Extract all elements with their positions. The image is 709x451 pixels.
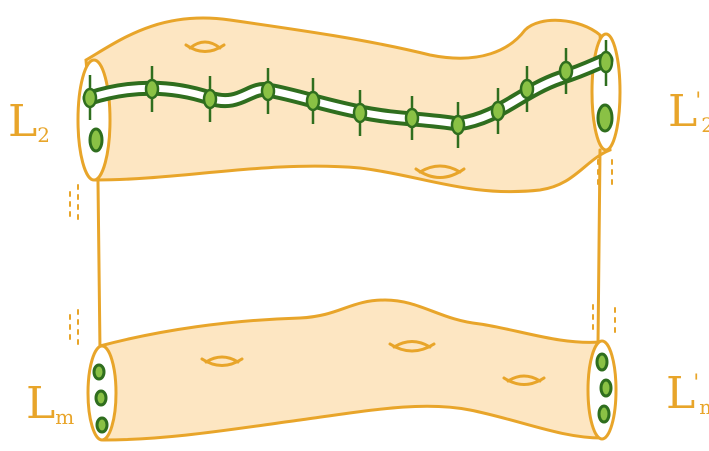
label-right-bottom: L'm: [666, 372, 709, 417]
top-left-end-ellipse: [78, 60, 110, 180]
label-right-top: L'2: [668, 90, 709, 135]
label-left-bottom: Lm: [26, 382, 74, 427]
label-right-top-sub: 2: [701, 113, 709, 137]
label-left-bottom-sub: m: [55, 405, 74, 429]
label-left-top-base: L: [8, 96, 37, 147]
top-right-circle: [598, 105, 612, 131]
bottom-tube-body: [100, 300, 602, 440]
label-left-top: L2: [8, 100, 50, 145]
label-right-bottom-sub: m: [699, 395, 709, 419]
top-tube: [78, 18, 620, 192]
label-left-top-sub: 2: [37, 123, 50, 147]
label-left-bottom-base: L: [26, 378, 55, 429]
top-left-circle: [90, 129, 102, 151]
bottom-left-circles: [94, 365, 107, 432]
label-right-bottom-base: L: [666, 368, 695, 419]
bottom-tube: [88, 300, 616, 440]
label-right-top-base: L: [668, 86, 697, 137]
label-right-top-sup: ': [695, 89, 701, 114]
label-right-bottom-sup: ': [693, 371, 699, 396]
